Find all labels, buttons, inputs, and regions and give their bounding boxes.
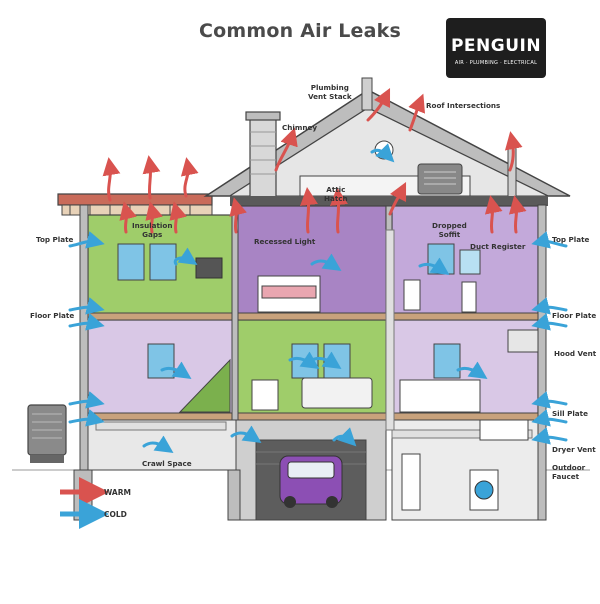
legend-warm-label: WARM	[104, 488, 131, 497]
furniture	[178, 257, 539, 413]
label-roof-intersections: Roof Intersections	[426, 101, 501, 110]
logo-name: PENGUIN	[450, 36, 542, 56]
warm-arrows	[102, 87, 527, 234]
penguin-logo: PENGUIN AIR · PLUMBING · ELECTRICAL	[446, 18, 546, 78]
floor-slab-upper	[81, 312, 545, 321]
legend-cold-label: COLD	[104, 510, 127, 519]
label-top-plate-right: Top Plate	[552, 235, 590, 244]
label-dryer-vent: Dryer Vent	[552, 445, 596, 454]
chimney	[245, 111, 281, 201]
label-top-plate-left: Top Plate	[36, 235, 74, 244]
label-duct-register: Duct Register	[470, 242, 526, 251]
label-crawl-space: Crawl Space	[142, 459, 192, 468]
diagram-title: Common Air Leaks	[199, 20, 401, 42]
label-chimney: Chimney	[282, 123, 318, 132]
label-floor-plate-left: Floor Plate	[30, 311, 75, 320]
label-sill-plate: Sill Plate	[552, 409, 588, 418]
vent-stack	[361, 77, 373, 111]
label-floor-plate-right: Floor Plate	[552, 311, 597, 320]
logo-tagline: AIR · PLUMBING · ELECTRICAL	[454, 60, 538, 66]
label-recessed-light: Recessed Light	[254, 237, 316, 246]
garage-car	[255, 439, 367, 521]
floor-slab-lower	[81, 412, 545, 421]
ac-unit	[27, 404, 67, 463]
label-hood-vent: Hood Vent	[554, 349, 597, 358]
cold-arrows	[68, 143, 568, 453]
